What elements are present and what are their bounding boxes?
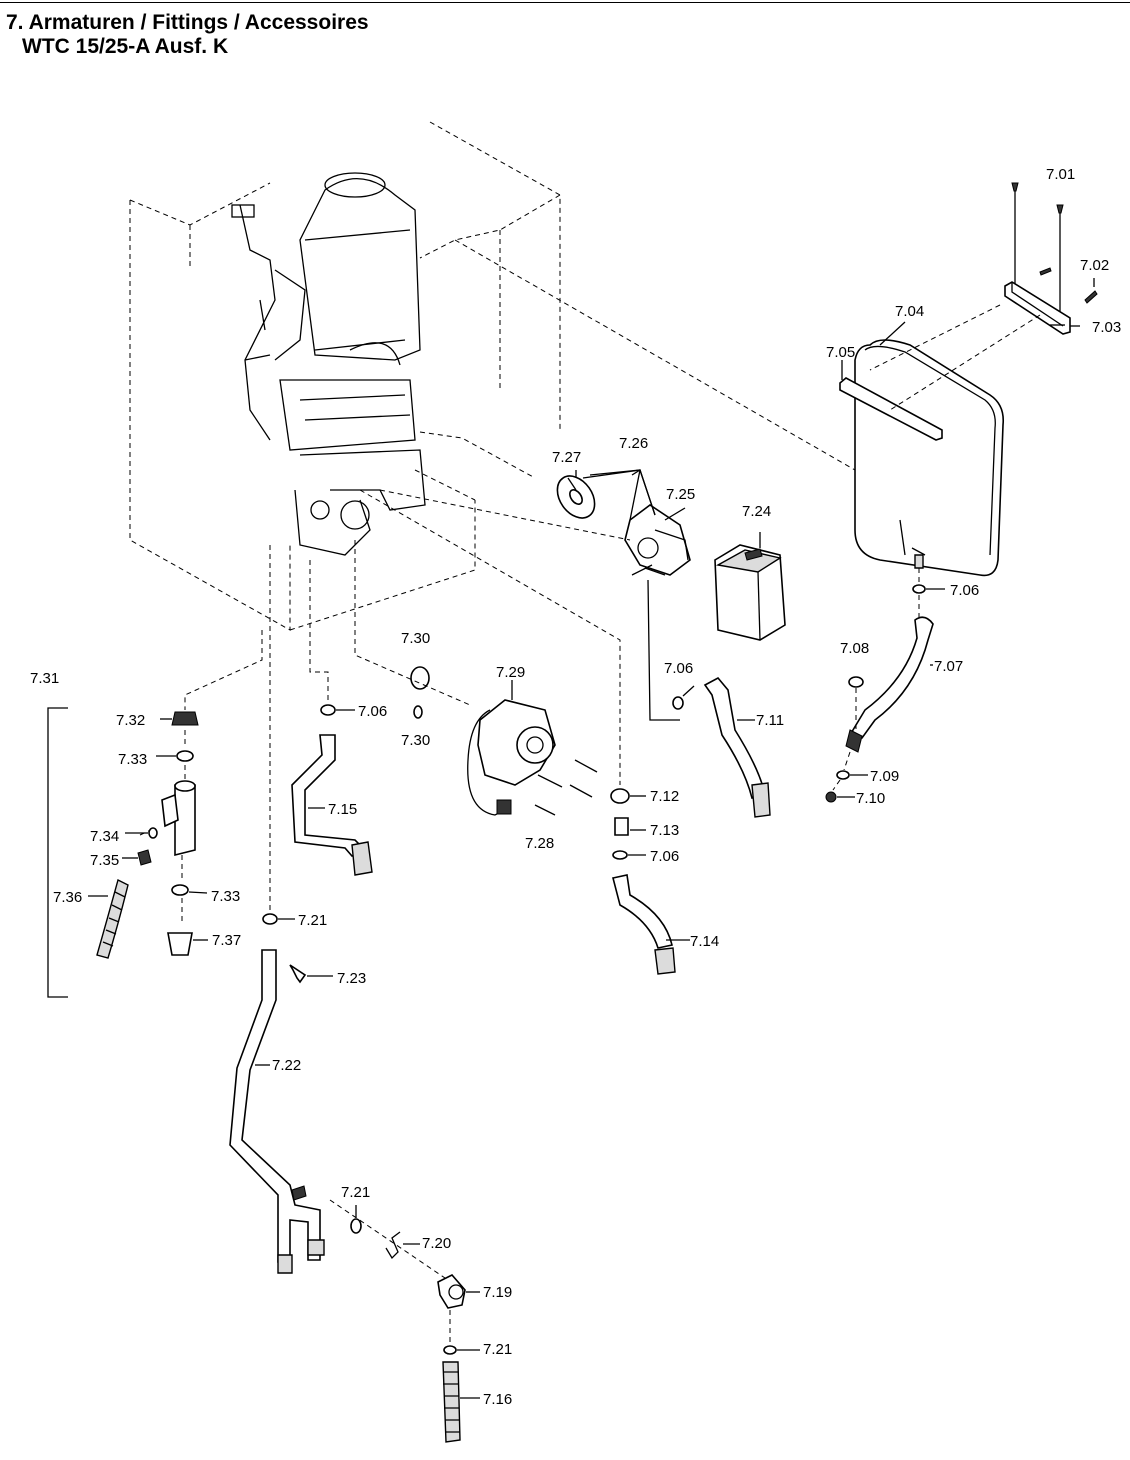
part-7-12-nut [359, 489, 646, 804]
part-7-16-hose[interactable] [442, 1361, 480, 1443]
label-7-31: 7.31 [30, 670, 59, 687]
label-7-07: 7.07 [934, 658, 963, 675]
group-7-31-bracket [47, 707, 68, 998]
part-7-29-pump[interactable] [467, 680, 556, 816]
label-7-16: 7.16 [483, 1391, 512, 1408]
vessel-dashed-connectors [454, 239, 1041, 620]
label-7-10: 7.10 [856, 790, 885, 807]
part-7-07-pipe[interactable] [845, 616, 934, 753]
label-7-27: 7.27 [552, 449, 581, 466]
label-7-21-top: 7.21 [298, 912, 327, 929]
label-7-30-top: 7.30 [401, 630, 430, 647]
part-7-21-seal-mid [350, 1205, 362, 1234]
label-7-12: 7.12 [650, 788, 679, 805]
label-7-05: 7.05 [826, 344, 855, 361]
page-title: 7. Armaturen / Fittings / Accessoires [6, 11, 369, 34]
drain-dashed-connectors [269, 545, 451, 1345]
part-7-06-seal-pipe-7-14 [612, 850, 646, 860]
top-rule [0, 2, 1130, 3]
label-7-28: 7.28 [525, 835, 554, 852]
part-7-32-nut [160, 711, 199, 726]
label-7-03: 7.03 [1092, 319, 1121, 336]
part-7-01-screws [1011, 182, 1064, 320]
label-7-24: 7.24 [742, 503, 771, 520]
page-subtitle: WTC 15/25-A Ausf. K [22, 35, 229, 58]
label-7-25: 7.25 [666, 486, 695, 503]
label-7-02: 7.02 [1080, 257, 1109, 274]
part-7-27-disc [556, 470, 596, 519]
label-7-06-pipe-7-14: 7.06 [650, 848, 679, 865]
label-7-19: 7.19 [483, 1284, 512, 1301]
label-7-33-top: 7.33 [118, 751, 147, 768]
label-7-26: 7.26 [619, 435, 648, 452]
label-7-23: 7.23 [337, 970, 366, 987]
label-7-15: 7.15 [328, 801, 357, 818]
part-7-04-expansion-vessel[interactable] [854, 321, 1005, 577]
part-7-22-pipe[interactable] [229, 949, 325, 1274]
part-7-35-nut [122, 849, 152, 866]
boiler-housing-outline [129, 121, 561, 631]
part-7-28-screws [534, 759, 598, 816]
part-7-21-seal-top [262, 913, 295, 925]
part-7-06-seal-pipe-7-15 [309, 560, 355, 716]
part-7-24-actuator[interactable] [714, 532, 786, 641]
part-7-09-seal [836, 751, 868, 780]
label-7-22: 7.22 [272, 1057, 301, 1074]
label-7-36: 7.36 [53, 889, 82, 906]
part-7-36-hose[interactable] [88, 878, 129, 959]
label-7-32: 7.32 [116, 712, 145, 729]
label-7-33-bottom: 7.33 [211, 888, 240, 905]
part-7-02-screw [1039, 267, 1098, 304]
label-7-21-bottom: 7.21 [483, 1341, 512, 1358]
label-7-30-bottom: 7.30 [401, 732, 430, 749]
part-7-23-clip [289, 964, 333, 984]
part-7-33-seal-bottom [171, 884, 208, 896]
label-7-13: 7.13 [650, 822, 679, 839]
part-7-06-seal-pipe-7-11 [672, 685, 695, 710]
part-7-34-siphon-body[interactable] [125, 780, 196, 857]
part-7-26-valve-body[interactable] [379, 469, 691, 721]
part-7-21-seal-bottom [443, 1345, 480, 1355]
label-7-37: 7.37 [212, 932, 241, 949]
part-7-37-cap [167, 932, 208, 956]
label-7-14: 7.14 [690, 933, 719, 950]
label-7-09: 7.09 [870, 768, 899, 785]
label-7-29: 7.29 [496, 664, 525, 681]
label-7-06-vessel: 7.06 [950, 582, 979, 599]
boiler-internals [231, 172, 426, 556]
label-7-04: 7.04 [895, 303, 924, 320]
label-7-06-pipe-7-11: 7.06 [664, 660, 693, 677]
label-7-21-mid: 7.21 [341, 1184, 370, 1201]
siphon-dashed-connectors [139, 630, 263, 925]
label-7-35: 7.35 [90, 852, 119, 869]
label-7-01: 7.01 [1046, 166, 1075, 183]
part-labels: 7.01 7.02 7.03 7.04 7.05 7.06 7.07 7.08 … [30, 166, 1121, 1408]
part-7-06-seal-vessel [912, 584, 945, 594]
part-7-13-sleeve [614, 817, 646, 836]
label-7-34: 7.34 [90, 828, 119, 845]
part-7-03-bracket [1004, 281, 1080, 335]
part-7-10-cap [825, 779, 855, 803]
part-7-15-pipe[interactable] [291, 734, 373, 876]
part-7-33-seal-top [156, 750, 194, 762]
label-7-11: 7.11 [756, 712, 784, 729]
part-7-05-strap [839, 360, 943, 441]
part-7-20-clip [385, 1231, 420, 1260]
part-7-25-screws [631, 507, 686, 576]
label-7-06-pipe-7-15: 7.06 [358, 703, 387, 720]
part-7-14-pipe[interactable] [612, 874, 690, 975]
label-7-20: 7.20 [422, 1235, 451, 1252]
part-7-11-pipe[interactable] [703, 676, 771, 818]
part-7-30-orings [354, 540, 471, 719]
label-7-08: 7.08 [840, 640, 869, 657]
leader-lines [567, 324, 1065, 516]
part-7-19-elbow[interactable] [437, 1274, 480, 1309]
part-7-08-seal [848, 676, 864, 730]
